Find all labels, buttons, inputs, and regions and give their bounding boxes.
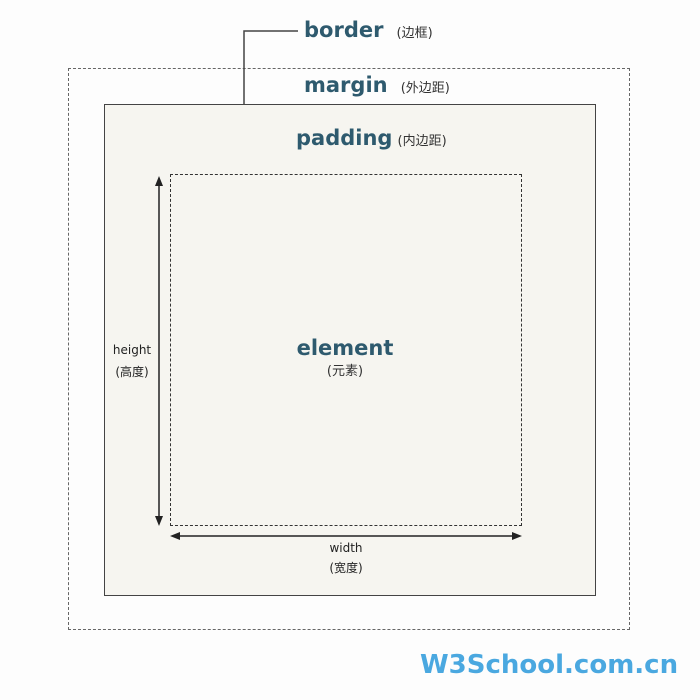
border-leader-line <box>243 30 298 104</box>
height-arrow <box>155 176 163 526</box>
w3school-logo: W3School.com.cn <box>420 650 679 680</box>
height-label: height (高度) <box>112 343 152 379</box>
element-area <box>170 174 522 526</box>
width-arrow <box>170 532 522 540</box>
margin-label: margin (外边距) <box>304 73 450 97</box>
border-area <box>104 104 596 596</box>
border-label: border (边框) <box>304 18 433 42</box>
element-label: element (元素) <box>296 336 394 379</box>
margin-area <box>68 68 630 630</box>
padding-label: padding (内边距) <box>296 126 447 150</box>
width-label: width (宽度) <box>329 541 363 575</box>
